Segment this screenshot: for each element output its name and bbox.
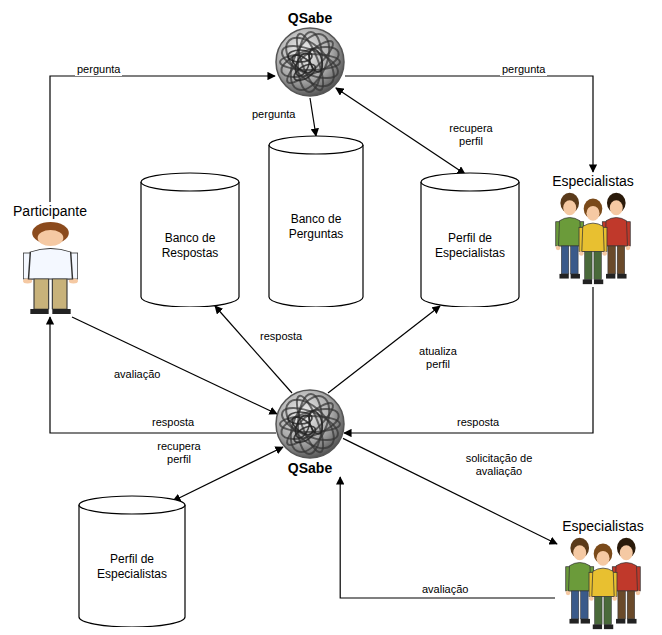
system-globe: QSabe <box>272 10 348 98</box>
database-cylinder: Perfil de Especialistas <box>78 495 186 627</box>
database-cylinder: Banco de Respostas <box>140 172 240 307</box>
edge-label: solicitação de avaliação <box>455 452 543 477</box>
globe-icon <box>274 26 346 98</box>
edge-label: pergunta <box>75 63 122 76</box>
system-name: QSabe <box>272 10 348 26</box>
database-name: Perfil de Especialistas <box>78 495 186 627</box>
actor-name: Especialistas <box>543 173 643 189</box>
flow-arrow <box>344 287 593 433</box>
database-name: Banco de Respostas <box>140 172 240 307</box>
actor-person: Participante <box>5 203 95 316</box>
edge-label: resposta <box>455 416 501 429</box>
actor-name: Especialistas <box>553 518 653 534</box>
edge-label: recupera perfil <box>440 122 502 147</box>
flow-arrow <box>50 76 275 202</box>
actor-name: Participante <box>5 203 95 219</box>
system-globe: QSabe <box>272 388 348 476</box>
actor-group: Especialistas <box>543 173 643 286</box>
database-cylinder: Perfil de Especialistas <box>420 172 520 307</box>
flow-arrow <box>343 438 557 544</box>
database-name: Perfil de Especialistas <box>420 172 520 307</box>
people-icon <box>549 191 637 286</box>
edge-label: pergunta <box>250 108 297 121</box>
edge-label: pergunta <box>500 63 547 76</box>
edge-label: resposta <box>150 416 196 429</box>
flow-arrow <box>72 317 277 414</box>
flow-arrow <box>50 317 276 433</box>
database-cylinder: Banco de Perguntas <box>268 135 364 307</box>
flow-arrow <box>310 98 316 136</box>
edge-label: avaliação <box>112 368 162 381</box>
actor-group: Especialistas <box>553 518 653 631</box>
flow-arrow <box>345 76 593 172</box>
edge-label: resposta <box>258 330 304 343</box>
person-icon <box>23 221 78 316</box>
flow-arrow <box>215 306 292 393</box>
globe-icon <box>274 388 346 460</box>
edge-label: atualiza perfil <box>410 345 466 370</box>
edge-label: avaliação <box>420 583 470 596</box>
edge-label: recupera perfil <box>148 440 210 465</box>
database-name: Banco de Perguntas <box>268 135 364 307</box>
flow-arrow <box>340 477 555 598</box>
people-icon <box>559 536 647 631</box>
system-name: QSabe <box>272 460 348 476</box>
